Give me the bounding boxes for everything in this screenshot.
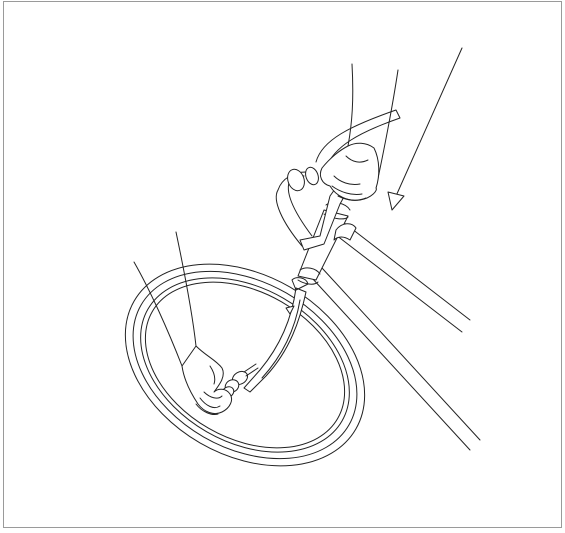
arrow-down-left-icon: [388, 48, 462, 210]
tire-inner: [100, 233, 391, 497]
lower-arm: [134, 232, 196, 366]
lower-hand: [134, 232, 232, 415]
top-tube: [336, 222, 470, 332]
fork-blade: [244, 288, 306, 392]
upper-hand: [320, 64, 398, 200]
fork: [244, 278, 308, 392]
